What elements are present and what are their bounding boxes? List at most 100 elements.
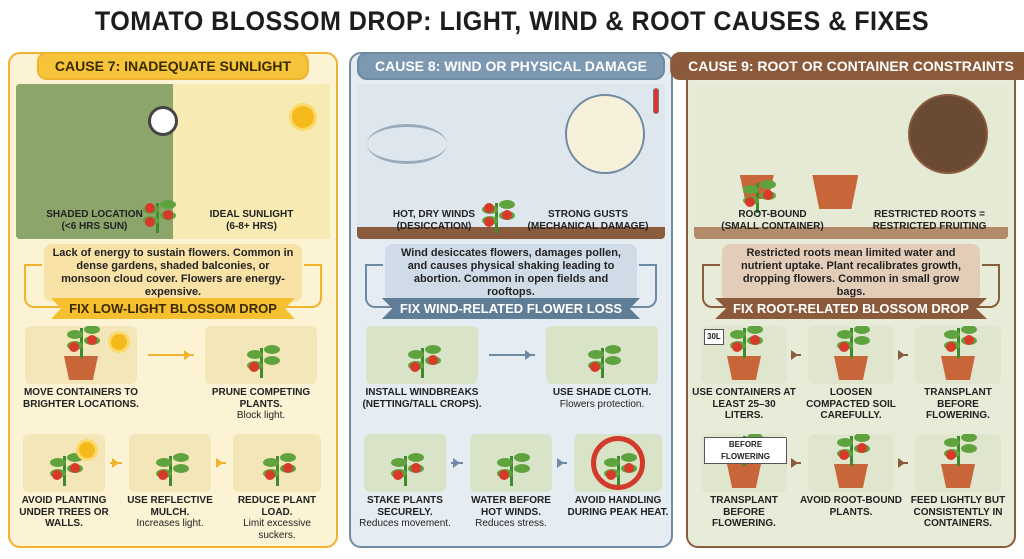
- fix-label: MOVE CONTAINERS TO BRIGHTER LOCATIONS.: [23, 387, 139, 410]
- leaf: [67, 330, 83, 339]
- sun-icon: [292, 106, 314, 128]
- fix-illustration: 30L: [701, 326, 787, 384]
- leaf: [408, 453, 424, 462]
- arrow-connector: [489, 350, 535, 360]
- soil-strip: [357, 227, 665, 239]
- fix-banner: FIX LOW-LIGHT BLOSSOM DROP: [51, 298, 295, 319]
- tomato: [87, 335, 97, 345]
- leaf: [759, 180, 776, 189]
- arrow-connector: [791, 458, 801, 468]
- leaf: [605, 356, 621, 365]
- tomato: [411, 463, 421, 473]
- tomato: [145, 217, 156, 227]
- tomato: [69, 342, 79, 352]
- scene-label: RESTRICTED ROOTS = RESTRICTED FRUITING: [872, 209, 987, 232]
- leaf: [264, 356, 280, 365]
- fix-illustration: [915, 326, 1001, 384]
- fix-item: FEED LIGHTLY BUT CONSISTENTLY IN CONTAIN…: [906, 434, 1010, 530]
- fix-illustration: [808, 326, 894, 384]
- arrow-connector: [216, 458, 226, 468]
- fix-label: USE SHADE CLOTH.: [552, 387, 652, 398]
- scene-label: IDEAL SUNLIGHT (6-8+ HRS): [209, 209, 294, 232]
- fix-illustration: [915, 434, 1001, 492]
- fix-item: WATER BEFORE HOT WINDS.Reduces stress.: [461, 434, 561, 530]
- scene-label: ROOT-BOUND (SMALL CONTAINER): [721, 209, 824, 232]
- leaf: [173, 464, 189, 473]
- fix-illustration: [574, 434, 662, 492]
- leaf: [263, 458, 279, 467]
- leaf: [944, 330, 960, 339]
- tomato: [499, 470, 509, 480]
- pot-icon: [727, 464, 761, 488]
- cause-illustration: HOT, DRY WINDS (DESICCATION)STRONG GUSTS…: [357, 84, 665, 239]
- cause-description: Wind desiccates flowers, damages pollen,…: [385, 244, 637, 302]
- fix-illustration: [205, 326, 317, 384]
- cause-heading: CAUSE 8: WIND OR PHYSICAL DAMAGE: [357, 52, 665, 80]
- leaf: [837, 438, 853, 447]
- cause-illustration: ROOT-BOUND (SMALL CONTAINER) RESTRICTED R…: [694, 84, 1008, 239]
- arrow-connector: [148, 350, 194, 360]
- fix-illustration: [364, 434, 446, 492]
- fix-item: STAKE PLANTS SECURELY.Reduces movement.: [355, 434, 455, 530]
- fix-note: Flowers protection.: [559, 398, 645, 410]
- pot-icon: [727, 356, 761, 380]
- arrow-connector: [557, 458, 567, 468]
- fix-label: TRANSPLANT BEFORE FLOWERING.: [924, 387, 992, 421]
- arrow-connector: [898, 458, 908, 468]
- leaf: [67, 453, 83, 462]
- tomato: [410, 362, 420, 372]
- panel-wind: CAUSE 8: WIND OR PHYSICAL DAMAGE HOT, DRY…: [349, 52, 673, 548]
- tomato: [483, 203, 494, 213]
- tomato: [501, 210, 512, 220]
- leaf: [944, 438, 960, 447]
- leaf: [425, 345, 441, 354]
- fix-banner: FIX ROOT-RELATED BLOSSOM DROP: [715, 298, 987, 319]
- leaf: [391, 458, 407, 467]
- fix-note: Reduces movement.: [359, 518, 451, 529]
- scene-plants: [357, 84, 665, 239]
- tomato: [483, 217, 494, 227]
- fix-label: AVOID ROOT-BOUND PLANTS.: [799, 495, 903, 518]
- fix-label: WATER BEFORE HOT WINDS.: [471, 495, 551, 518]
- fix-label: FEED LIGHTLY BUT CONSISTENTLY IN CONTAIN…: [910, 495, 1006, 529]
- leaf: [156, 458, 172, 467]
- pot-icon: [941, 356, 975, 380]
- cause-heading: CAUSE 9: ROOT OR CONTAINER CONSTRAINTS: [670, 52, 1024, 80]
- leaf: [247, 350, 263, 359]
- fix-item: AVOID PLANTING UNDER TREES OR WALLS.: [14, 434, 114, 530]
- tomato: [839, 342, 849, 352]
- fix-label: LOOSEN COMPACTED SOIL CAREFULLY.: [806, 387, 896, 421]
- fix-label: REDUCE PLANT LOAD.: [237, 495, 317, 518]
- tomato: [428, 355, 438, 365]
- tomato: [393, 470, 403, 480]
- fix-label: AVOID PLANTING UNDER TREES OR WALLS.: [19, 495, 109, 529]
- tomato: [750, 335, 760, 345]
- leaf: [854, 434, 870, 442]
- fix-label: USE CONTAINERS AT LEAST 25–30 LITERS.: [692, 387, 796, 421]
- soil-strip: [694, 227, 1008, 239]
- page-title: TOMATO BLOSSOM DROP: LIGHT, WIND & ROOT …: [94, 6, 930, 36]
- fix-item: 30L USE CONTAINERS AT LEAST 25–30 LITERS.: [692, 326, 796, 422]
- leaf: [837, 330, 853, 339]
- fix-tag: BEFORE FLOWERING: [704, 437, 787, 464]
- tomato: [265, 470, 275, 480]
- tomato: [590, 362, 600, 372]
- fix-label: AVOID HANDLING DURING PEAK HEAT.: [567, 495, 669, 518]
- fix-item: TRANSPLANT BEFORE FLOWERING.: [906, 326, 1010, 422]
- tomato: [946, 342, 956, 352]
- no-sign-icon: [591, 436, 645, 490]
- clock-icon: [147, 106, 178, 136]
- scene-plants: [694, 84, 1008, 239]
- fix-note: Reduces stress.: [475, 518, 547, 529]
- tomato: [744, 197, 755, 207]
- leaf: [854, 326, 870, 334]
- tomato: [762, 190, 773, 200]
- fix-item: MOVE CONTAINERS TO BRIGHTER LOCATIONS.: [16, 326, 146, 410]
- tomato: [249, 362, 259, 372]
- wind-icon: [367, 124, 447, 164]
- fix-item: LOOSEN COMPACTED SOIL CAREFULLY.: [799, 326, 903, 422]
- leaf: [50, 458, 66, 467]
- fix-tag: 30L: [704, 329, 724, 345]
